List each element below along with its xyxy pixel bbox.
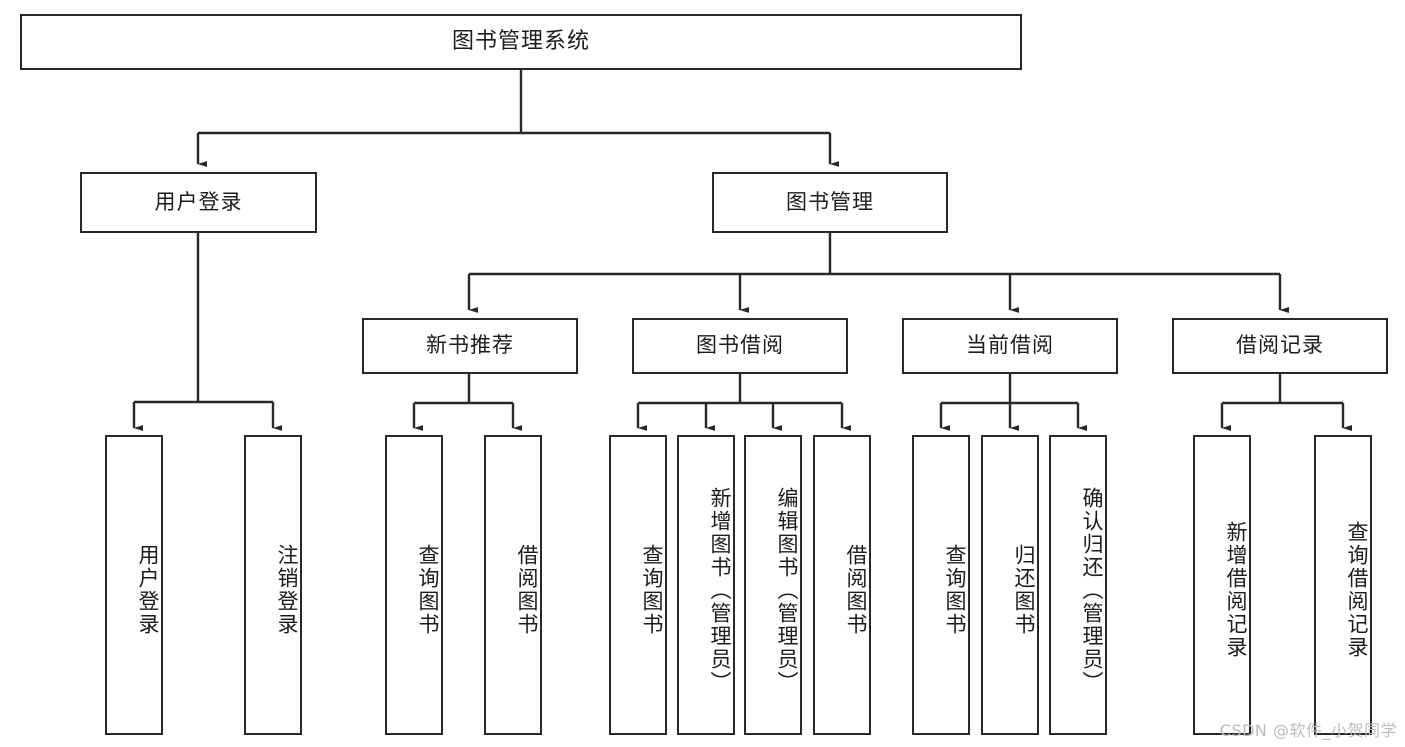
leaf-user-login-logout[interactable]: 注销登录 <box>244 435 302 735</box>
node-label: 归还图书 <box>1012 544 1036 636</box>
node-label: 查询图书 <box>416 544 440 636</box>
leaf-borrow-add-book-admin[interactable]: 新增图书（管理员） <box>677 435 735 735</box>
leaf-current-confirm-return-admin[interactable]: 确认归还（管理员） <box>1049 435 1107 735</box>
leaf-record-query-record[interactable]: 查询借阅记录 <box>1314 435 1372 735</box>
leaf-user-login-login[interactable]: 用户登录 <box>105 435 163 735</box>
node-label: 新书推荐 <box>426 333 514 358</box>
node-label: 查询图书 <box>943 544 967 636</box>
node-label: 借阅记录 <box>1236 333 1324 358</box>
leaf-record-add-record[interactable]: 新增借阅记录 <box>1193 435 1251 735</box>
node-book-management[interactable]: 图书管理 <box>712 172 948 233</box>
leaf-current-query-book[interactable]: 查询图书 <box>912 435 970 735</box>
node-label: 确认归还（管理员） <box>1080 486 1104 694</box>
leaf-recommend-query-book[interactable]: 查询图书 <box>385 435 443 735</box>
leaf-recommend-borrow-book[interactable]: 借阅图书 <box>484 435 542 735</box>
node-label: 注销登录 <box>275 544 299 636</box>
node-label: 新增图书（管理员） <box>708 486 732 694</box>
node-label: 用户登录 <box>154 189 243 214</box>
node-label: 用户登录 <box>136 544 160 636</box>
node-borrow-record[interactable]: 借阅记录 <box>1172 318 1388 374</box>
node-current-borrow[interactable]: 当前借阅 <box>902 318 1118 374</box>
leaf-borrow-borrow-book[interactable]: 借阅图书 <box>813 435 871 735</box>
leaf-borrow-edit-book-admin[interactable]: 编辑图书（管理员） <box>744 435 802 735</box>
node-book-borrow[interactable]: 图书借阅 <box>632 318 848 374</box>
node-label: 图书管理 <box>786 189 874 214</box>
node-label: 借阅图书 <box>844 544 868 636</box>
node-label: 当前借阅 <box>966 333 1054 358</box>
node-new-book-recommend[interactable]: 新书推荐 <box>362 318 578 374</box>
node-label: 图书管理系统 <box>451 28 590 54</box>
watermark-text: CSDN @软件_小贺同学 <box>1219 721 1397 740</box>
node-label: 查询借阅记录 <box>1345 521 1369 659</box>
node-label: 图书借阅 <box>696 333 784 358</box>
node-label: 新增借阅记录 <box>1224 521 1248 659</box>
node-label: 编辑图书（管理员） <box>775 486 799 694</box>
leaf-borrow-query-book[interactable]: 查询图书 <box>609 435 667 735</box>
node-label: 查询图书 <box>640 544 664 636</box>
node-user-login[interactable]: 用户登录 <box>80 172 317 233</box>
node-root-system[interactable]: 图书管理系统 <box>20 14 1022 70</box>
node-label: 借阅图书 <box>515 544 539 636</box>
leaf-current-return-book[interactable]: 归还图书 <box>981 435 1039 735</box>
